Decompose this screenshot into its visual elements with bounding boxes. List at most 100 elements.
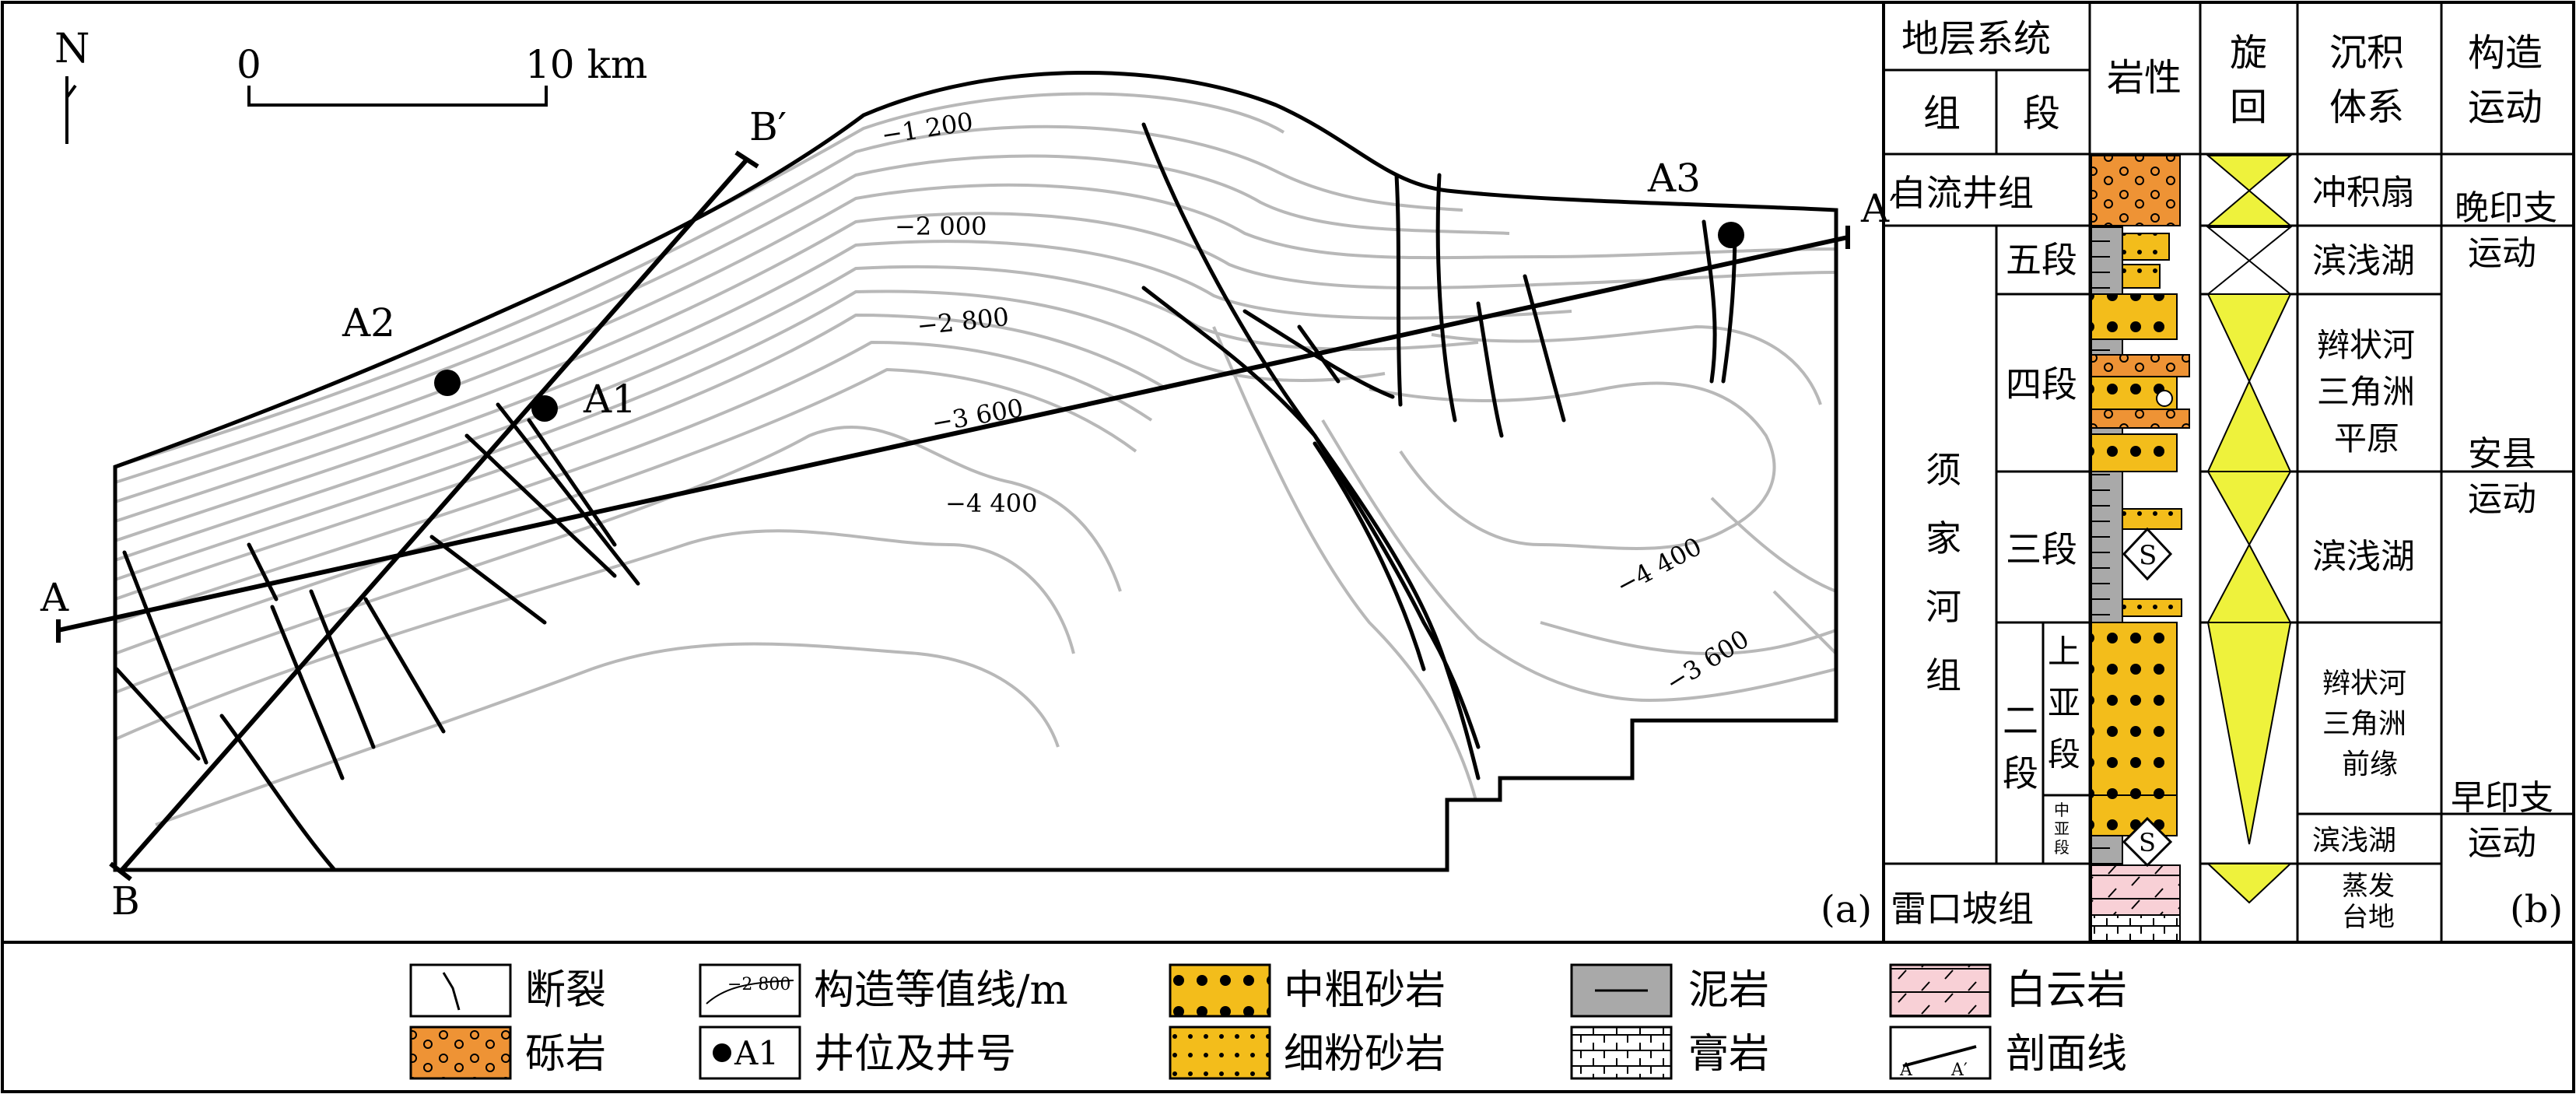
s-marker-icon <box>2122 527 2173 581</box>
well-a1-label: A1 <box>583 377 636 422</box>
legend-well-label: 井位及井号 <box>814 1031 1016 1078</box>
s-marker-label: S <box>2139 828 2156 857</box>
map-boundary <box>113 71 1838 872</box>
well-a3-marker <box>1718 222 1744 248</box>
formation-xujiahe: 河 <box>1926 586 1961 628</box>
section-label-b-prime: B′ <box>749 104 787 149</box>
contour-label: −4 400 <box>945 489 1037 518</box>
s-marker-icon <box>2122 816 2173 868</box>
legend-coarse-sandstone-swatch <box>1169 963 1271 1018</box>
member-2: 段 <box>2003 752 2038 794</box>
contour-label: −2 800 <box>916 302 1011 341</box>
contour-label: −2 000 <box>895 212 987 241</box>
legend-panel-frame <box>1 941 2575 1093</box>
s-marker-label: S <box>2139 540 2157 571</box>
tectonic-anxian: 安县 <box>2468 434 2536 474</box>
legend-gypsum-swatch <box>1570 1026 1673 1080</box>
panel-label-a: (a) <box>1821 888 1872 931</box>
legend-coarse-sandstone-label: 中粗砂岩 <box>1284 967 1446 1014</box>
section-line-icon <box>1902 1045 1977 1068</box>
legend-section-sample: A <box>1899 1061 1913 1080</box>
header-tectonic: 运动 <box>2468 86 2543 129</box>
section-label-a: A <box>40 575 69 620</box>
contour-lines <box>115 92 1836 826</box>
legend-fine-sandstone-label: 细粉砂岩 <box>1284 1031 1446 1078</box>
submember-middle: 中 <box>2054 801 2070 819</box>
nodule-icon <box>2156 390 2173 407</box>
legend-contour-swatch <box>699 963 801 1018</box>
header-member: 段 <box>2023 92 2060 135</box>
legend-dolomite-label: 白云岩 <box>2006 967 2127 1014</box>
header-tectonic: 构造 <box>2468 31 2543 75</box>
legend-gypsum-label: 膏岩 <box>1688 1031 1769 1078</box>
contour-label: −4 400 <box>1611 531 1706 601</box>
legend-section-sample: A′ <box>1950 1061 1968 1080</box>
well-a1-marker <box>531 395 558 422</box>
sed-braided-front: 辫状河 <box>2322 668 2406 700</box>
contour-icon <box>706 980 794 1005</box>
scale-end-label: 10 km <box>525 42 647 87</box>
sed-shore-lake: 滨浅湖 <box>2312 241 2415 281</box>
header-formation: 组 <box>1923 92 1961 135</box>
tectonic-anxian: 运动 <box>2468 479 2536 519</box>
tectonic-late-yinzhi: 晚印支 <box>2455 188 2557 228</box>
header-sedimentary: 体系 <box>2329 86 2404 129</box>
formation-xujiahe: 家 <box>1926 517 1961 559</box>
sed-shore-lake: 滨浅湖 <box>2312 537 2415 577</box>
structure-map: N 0 10 km A A′ B B′ A1 A2 A3 −1 200 −2 0… <box>40 26 1898 931</box>
section-tick-b <box>109 861 132 882</box>
legend-fault-label: 断裂 <box>525 967 606 1014</box>
member-3: 三段 <box>2006 528 2077 570</box>
header-lithology: 岩性 <box>2107 56 2182 100</box>
submember-upper: 上 <box>2048 633 2080 671</box>
sed-braided-front: 前缘 <box>2342 749 2398 780</box>
sed-braided-front: 三角洲 <box>2322 708 2406 740</box>
contour-label: −3 600 <box>930 393 1025 438</box>
contour-label: −3 600 <box>1660 624 1754 698</box>
tectonic-early-yinzhi: 早印支 <box>2451 778 2553 818</box>
sed-braided-plain: 辫状河 <box>2317 326 2415 364</box>
well-a2-label: A2 <box>342 300 395 345</box>
section-line-b-b <box>118 158 749 873</box>
legend-contour-sample: −2 800 <box>727 975 790 994</box>
legend-contour-label: 构造等值线/m <box>814 967 1068 1014</box>
member-5: 五段 <box>2006 239 2077 281</box>
scale-bar <box>247 86 548 107</box>
well-icon <box>713 1043 731 1062</box>
submember-upper: 段 <box>2048 735 2080 773</box>
legend-mudstone-label: 泥岩 <box>1688 967 1769 1014</box>
faults <box>114 122 1737 872</box>
sed-evaporite: 台地 <box>2342 902 2395 933</box>
legend-conglomerate-swatch <box>409 1026 512 1080</box>
north-label: N <box>54 26 90 72</box>
scale-start-label: 0 <box>237 42 261 87</box>
north-arrow-head-icon <box>65 84 77 99</box>
submember-upper: 亚 <box>2048 684 2080 722</box>
member-4: 四段 <box>2006 363 2077 405</box>
legend-section-line-label: 剖面线 <box>2006 1031 2127 1078</box>
section-line-a-a <box>58 235 1849 633</box>
section-tick-b-prime <box>734 150 759 169</box>
section-label-a-prime: A′ <box>1860 186 1898 231</box>
legend: 断裂 −2 800 构造等值线/m 中粗砂岩 泥岩 白云岩 砾岩 A1 井位及井… <box>409 963 2127 1080</box>
formation-xujiahe: 须 <box>1926 449 1961 491</box>
legend-fault-swatch <box>409 963 512 1018</box>
contour-label: −1 200 <box>879 107 975 150</box>
header-cycle: 回 <box>2230 86 2267 129</box>
sed-alluvial-fan: 冲积扇 <box>2312 173 2415 212</box>
tectonic-early-yinzhi: 运动 <box>2468 823 2536 863</box>
lithology-column: S S <box>2091 155 2190 941</box>
header-sedimentary: 沉积 <box>2329 31 2404 75</box>
legend-dolomite-swatch <box>1889 963 1992 1018</box>
submember-middle: 亚 <box>2054 819 2070 838</box>
section-label-b: B <box>111 878 140 924</box>
legend-conglomerate-label: 砾岩 <box>525 1031 606 1078</box>
legend-well-sample: A1 <box>734 1034 779 1072</box>
sed-braided-plain: 三角洲 <box>2317 373 2415 411</box>
tectonic-late-yinzhi: 运动 <box>2468 233 2536 273</box>
formation-ziliujing: 自流井组 <box>1891 172 2034 214</box>
cycle-column <box>2206 155 2293 904</box>
well-a3-label: A3 <box>1647 156 1701 201</box>
formation-leikoupo: 雷口坡组 <box>1891 888 2034 930</box>
